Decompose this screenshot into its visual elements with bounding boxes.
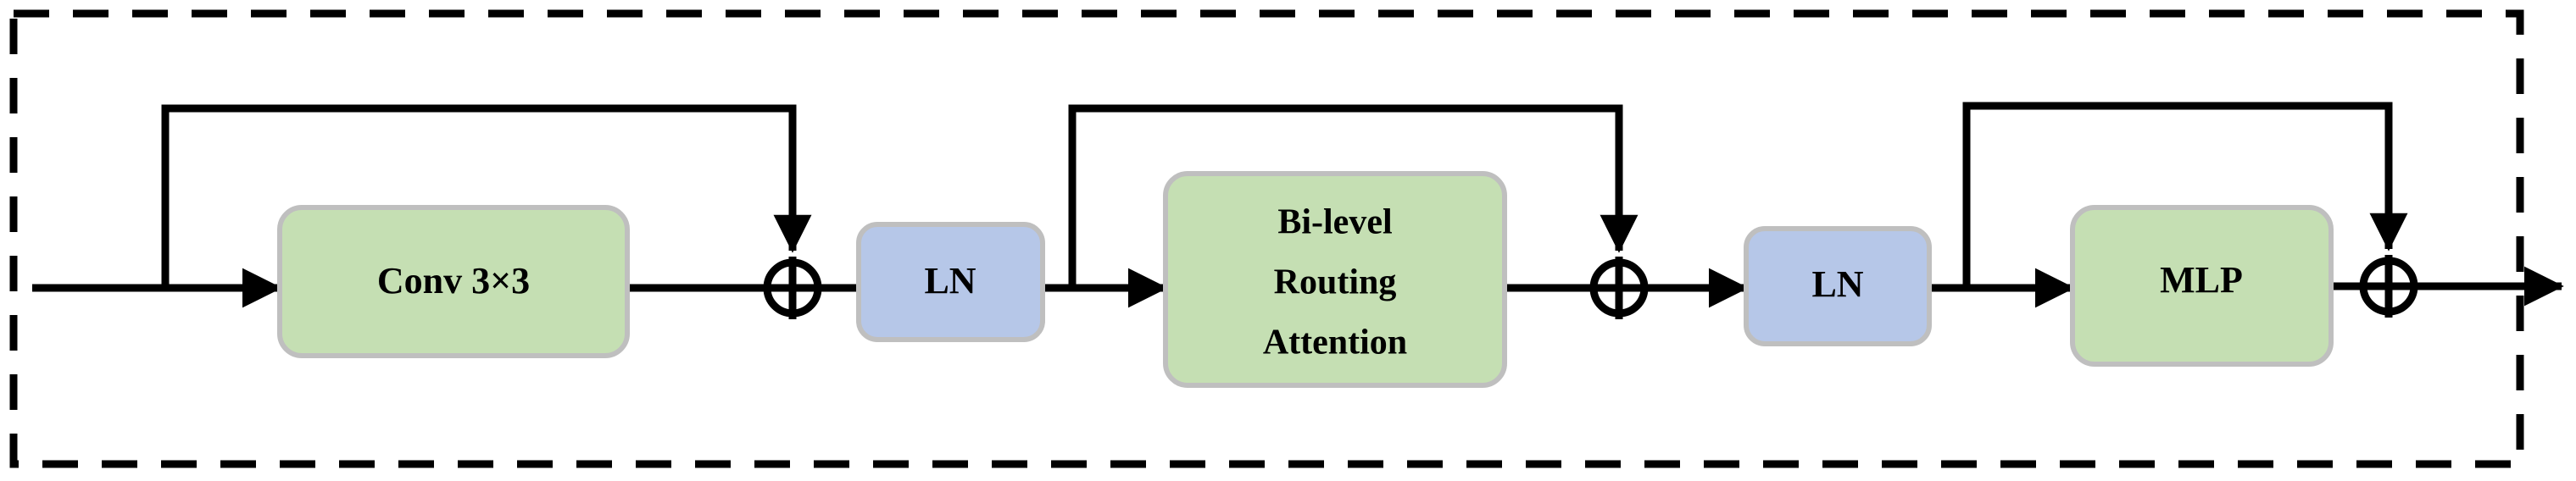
adder-node-1[interactable]	[761, 257, 824, 319]
skip-connection-3	[1962, 102, 2408, 288]
block-ln1-label: LN	[924, 260, 976, 301]
block-ln2-rect	[1744, 226, 1932, 346]
skip-connection-2	[1068, 104, 1639, 288]
block-mlp[interactable]: MLP	[2070, 205, 2334, 367]
block-bra-rect	[1163, 171, 1507, 388]
block-bra-label-line2: Routing	[1274, 263, 1397, 302]
block-bi-level-routing-attention[interactable]: Bi-level Routing Attention	[1163, 171, 1507, 388]
block-conv-rect	[277, 205, 630, 358]
block-mlp-rect	[2070, 205, 2334, 367]
block-conv[interactable]: Conv 3×3	[277, 205, 630, 358]
adder-node-3[interactable]	[2357, 255, 2420, 318]
block-bra-label-line3: Attention	[1263, 323, 1407, 362]
adder-node-2[interactable]	[1588, 257, 1650, 319]
block-mlp-label: MLP	[2160, 259, 2243, 301]
outer-dashed-border	[9, 9, 2524, 468]
block-ln1[interactable]: LN	[856, 222, 1045, 342]
block-bra-label-line1: Bi-level	[1277, 203, 1392, 242]
block-conv-label: Conv 3×3	[377, 260, 530, 301]
block-ln2[interactable]: LN	[1744, 226, 1932, 346]
block-ln1-rect	[856, 222, 1045, 342]
skip-connection-1	[161, 104, 812, 288]
block-ln2-label: LN	[1811, 263, 1863, 305]
